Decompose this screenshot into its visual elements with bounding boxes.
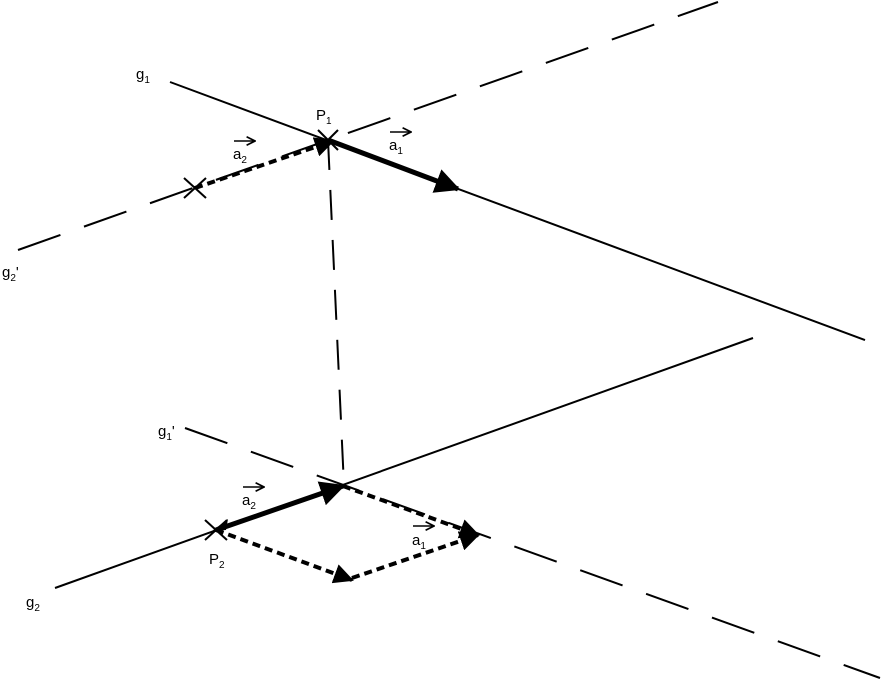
cross-marker-g2-prime	[183, 177, 207, 199]
label-a2-top: a2	[233, 146, 247, 166]
label-p2: P2	[209, 551, 225, 571]
line-g2-prime	[17, 1, 719, 251]
vector-a2-bottom	[215, 481, 346, 533]
vector-a1-bottom	[342, 484, 480, 539]
connector-dashed	[327, 139, 345, 487]
vector-a1-top	[327, 137, 461, 193]
line-g2	[54, 337, 754, 589]
parallelogram-side-a1	[215, 528, 354, 584]
vector-a2-top	[194, 137, 335, 190]
label-g2: g2	[26, 594, 40, 614]
line-g1	[169, 81, 866, 341]
label-g1-prime: g1'	[158, 423, 175, 443]
label-g1: g1	[136, 66, 150, 86]
label-a2-bottom: a2	[242, 492, 256, 512]
label-p1: P1	[316, 107, 332, 127]
label-g2-prime: g2'	[2, 264, 19, 284]
point-p2-marker	[204, 519, 228, 541]
label-a1-top: a1	[389, 137, 403, 157]
line-g1-prime	[184, 427, 881, 679]
parallelogram-side-a2	[351, 531, 480, 580]
label-a1-bottom: a1	[412, 532, 426, 552]
